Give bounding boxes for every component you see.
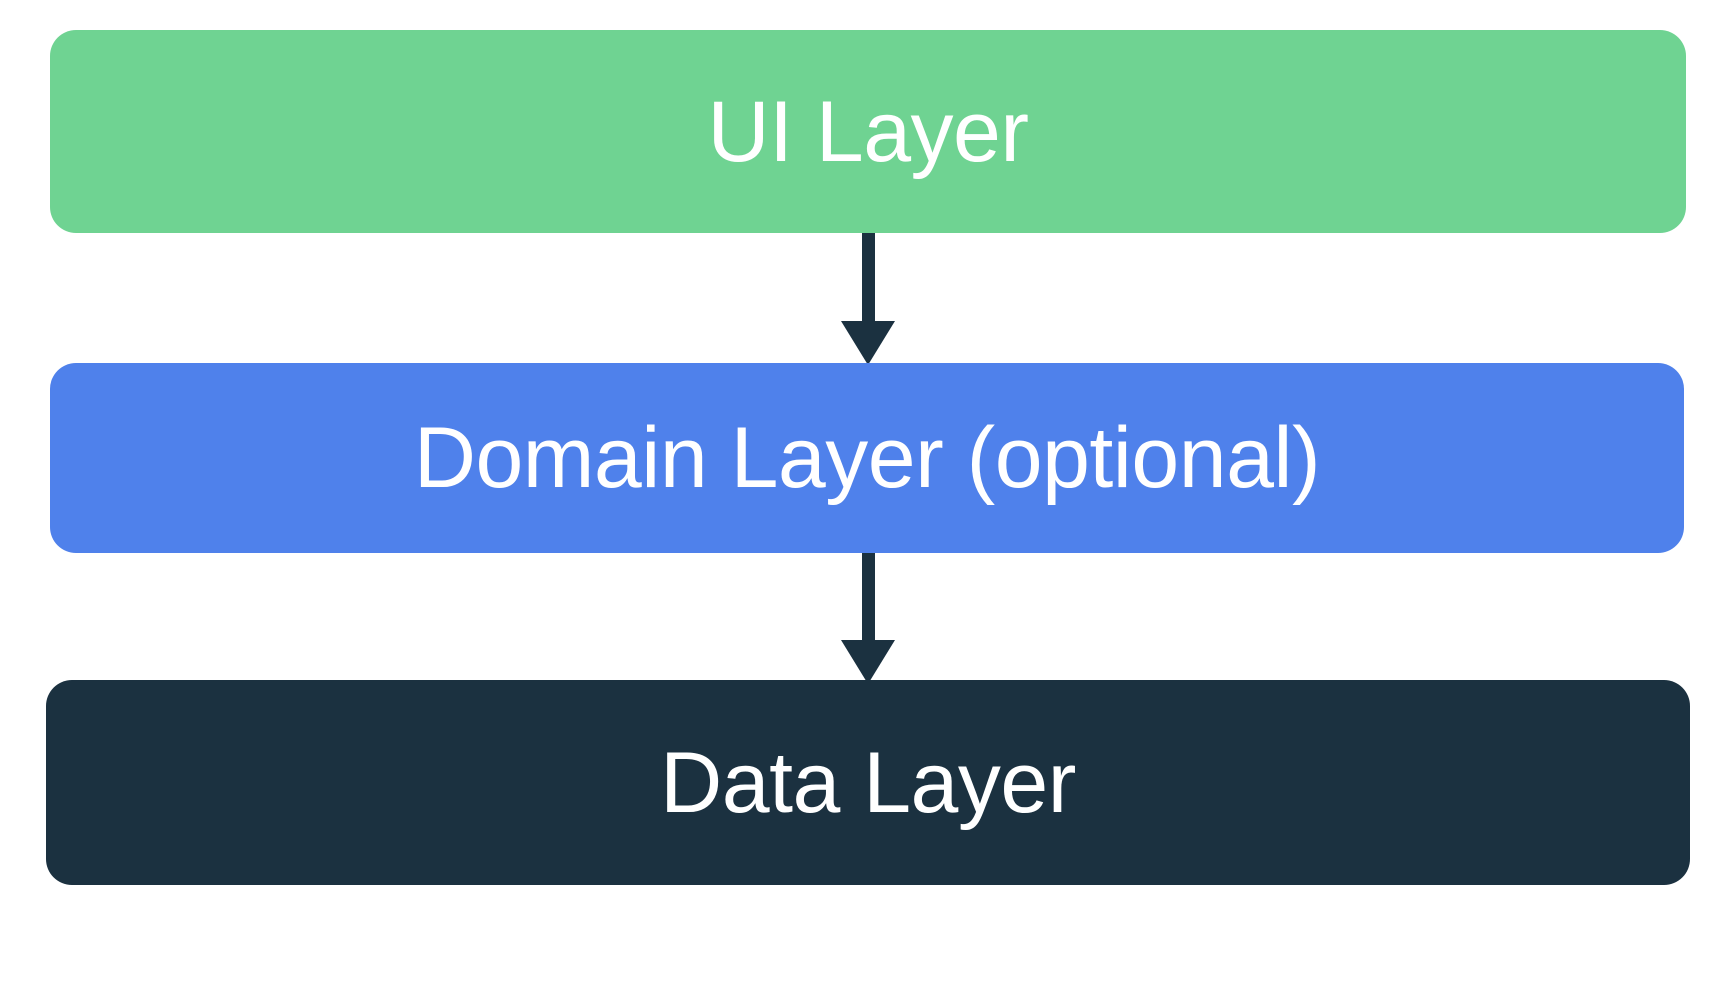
domain-layer-box[interactable]: Domain Layer (optional) [50, 363, 1684, 553]
ui-layer-label: UI Layer [707, 83, 1029, 180]
domain-layer-label: Domain Layer (optional) [413, 410, 1321, 506]
data-layer-label: Data Layer [660, 734, 1076, 831]
ui-layer-box[interactable]: UI Layer [50, 30, 1686, 233]
data-layer-box[interactable]: Data Layer [46, 680, 1690, 885]
